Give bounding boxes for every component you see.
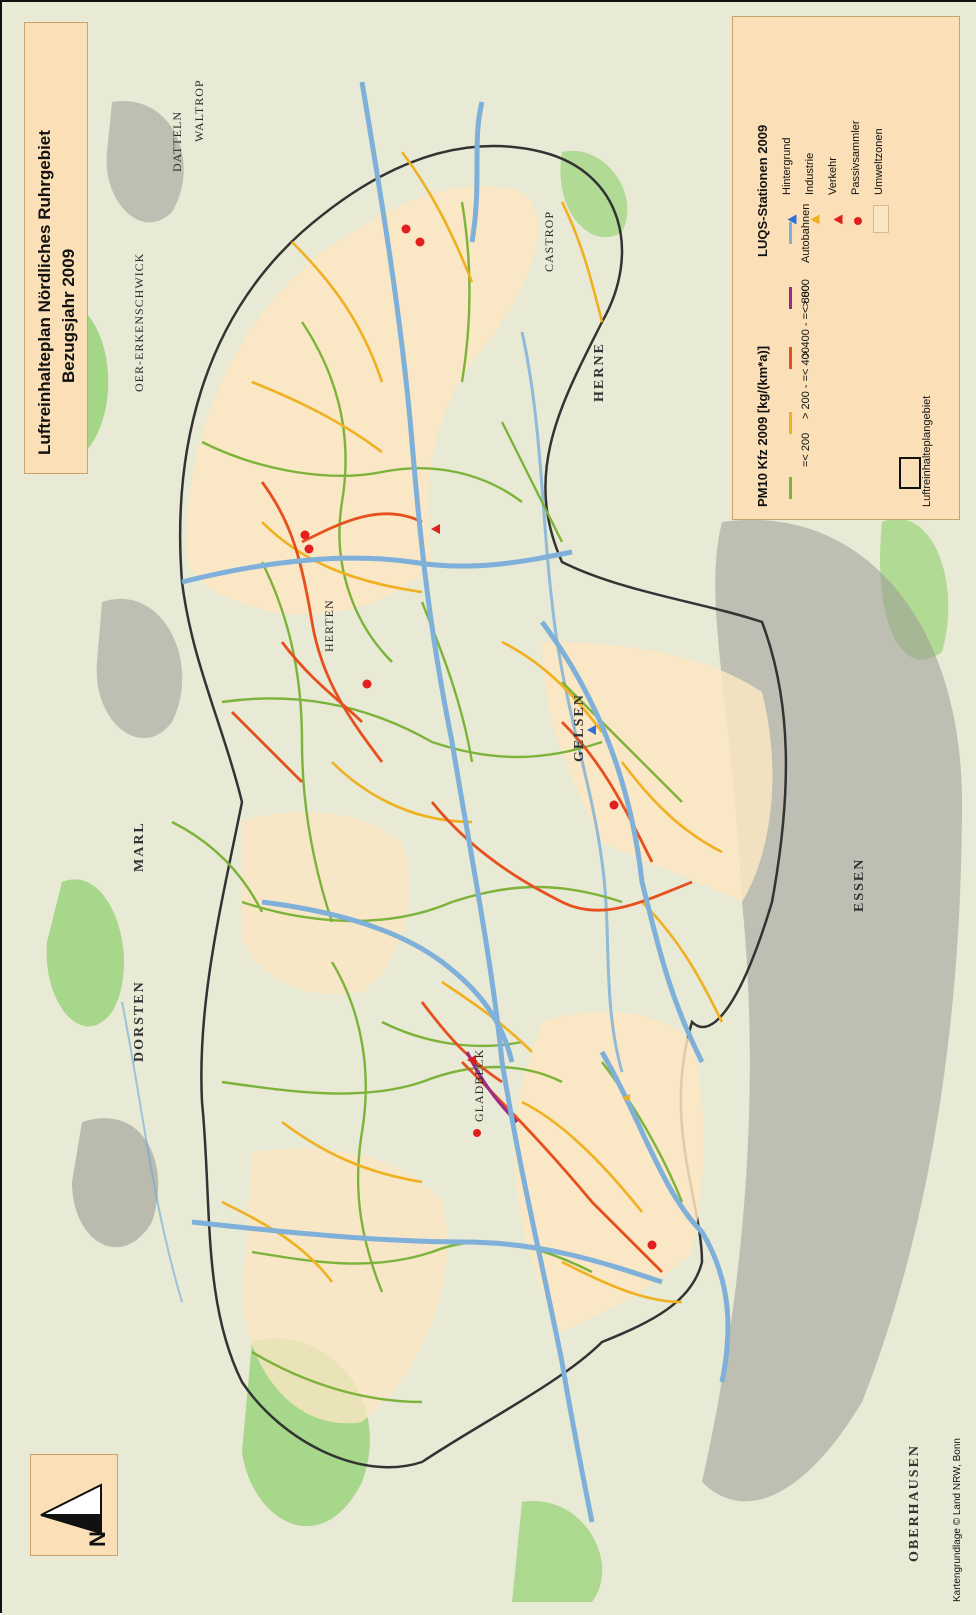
legend-label-plan-area: Luftreinhalteplangebiet: [921, 395, 933, 507]
map-title-box: Luftreinhalteplan Nördliches Ruhrgebiet …: [24, 22, 88, 474]
station-industry-marker: [622, 1094, 630, 1102]
legend-swatch-class-1: [789, 477, 792, 499]
umweltzone-area: [242, 1148, 448, 1424]
forest-area: [512, 1501, 603, 1602]
legend-label-traffic: Verkehr: [827, 157, 839, 195]
north-arrow-box: N: [30, 1454, 118, 1556]
station-traffic-marker: [431, 524, 440, 534]
station-passive-marker: [300, 530, 310, 540]
place-label: GELSEN: [572, 693, 587, 762]
place-label: HERTEN: [322, 599, 336, 652]
station-passive-marker: [647, 1240, 657, 1250]
station-background-marker: [587, 725, 596, 735]
north-arrow-icon: [40, 1483, 102, 1535]
legend-swatch-class-2: [789, 412, 792, 434]
legend-label-background: Hintergrund: [781, 137, 793, 195]
forest-area: [46, 879, 124, 1027]
copyright-notice: Kartengrundlage © Land NRW, Bonn: [952, 1438, 963, 1602]
station-passive-marker: [304, 544, 314, 554]
legend-label-class-4: > 800: [800, 279, 812, 307]
legend-swatch-class-4: [789, 287, 792, 309]
autobahn-network: [181, 81, 731, 1523]
map-title: Luftreinhalteplan Nördliches Ruhrgebiet: [35, 130, 54, 455]
legend-symbol-passive: [854, 217, 862, 225]
place-label: OBERHAUSEN: [907, 1443, 922, 1562]
urban-area: [72, 1118, 159, 1248]
station-passive-marker: [609, 800, 619, 810]
umweltzone-area: [186, 185, 539, 615]
legend-symbol-background: [787, 214, 797, 225]
legend-label-umweltzone: Umweltzonen: [873, 128, 885, 195]
station-passive-marker: [415, 237, 425, 247]
legend-label-industry: Industrie: [804, 152, 816, 195]
legend-label-class-2: > 200 - =< 400: [800, 347, 812, 419]
station-passive-marker: [473, 1129, 481, 1137]
legend-swatch-autobahn: [789, 222, 792, 244]
legend-symbol-traffic: [833, 214, 843, 225]
legend-label-class-1: =< 200: [800, 432, 812, 467]
station-traffic-marker: [467, 1055, 476, 1065]
place-label: DATTELN: [170, 111, 184, 172]
plan-area-outline: [178, 144, 788, 1469]
legend-stations-heading: LUQS-Stationen 2009: [755, 124, 770, 257]
river: [121, 1001, 183, 1303]
legend-swatch-class-3: [789, 347, 792, 369]
roads-class-1: [171, 201, 684, 1404]
legend-label-autobahn: Autobahnen: [800, 203, 812, 263]
station-passive-marker: [401, 224, 411, 234]
place-label: CASTROP: [542, 210, 556, 272]
urban-area: [96, 598, 183, 739]
place-label: GLADBECK: [472, 1048, 486, 1122]
legend-swatch-umweltzone: [873, 205, 889, 233]
place-label: DORSTEN: [132, 980, 147, 1062]
legend-pm10-heading: PM10 Kfz 2009 [kg/(km*a)]: [755, 345, 770, 507]
map-subtitle: Bezugsjahr 2009: [59, 248, 78, 383]
river: [520, 331, 624, 1073]
station-passive-marker: [362, 679, 372, 689]
legend-box: PM10 Kfz 2009 [kg/(km*a)] =< 200 > 200 -…: [732, 16, 960, 520]
legend-swatch-plan-area: [899, 457, 921, 489]
place-label: MARL: [132, 821, 147, 872]
north-label: N: [85, 1531, 110, 1547]
legend-label-passive: Passivsammler: [850, 120, 862, 195]
place-label: WALTROP: [192, 79, 206, 142]
legend-symbol-industry: [810, 214, 820, 225]
place-label: HERNE: [592, 342, 607, 402]
place-label: OER-ERKENSCHWICK: [132, 252, 146, 392]
forest-area: [560, 150, 628, 238]
roads-class-2: [221, 151, 724, 1304]
place-label: ESSEN: [852, 857, 867, 912]
station-markers: [300, 224, 657, 1250]
urban-area: [106, 101, 184, 223]
